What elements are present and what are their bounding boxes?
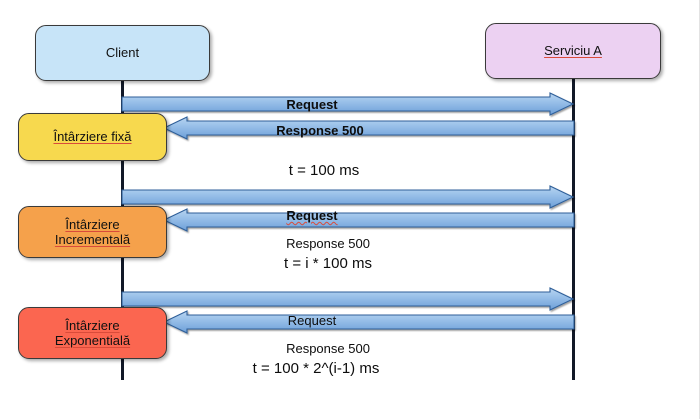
arrow-request-3 bbox=[121, 287, 575, 311]
message-request-label-2: Request bbox=[286, 208, 338, 223]
lifeline-serviciu-a bbox=[572, 76, 575, 380]
arrow-response-1 bbox=[162, 116, 575, 140]
state-box-intarziere-exponentiala-label: Întârziere Exponentială bbox=[54, 317, 131, 348]
message-request-label-3: Request bbox=[287, 313, 337, 328]
arrow-response-2 bbox=[162, 208, 575, 232]
state-box-intarziere-fixa[interactable]: Întârziere fixă bbox=[18, 113, 167, 161]
message-delay-label-1: t = 100 ms bbox=[288, 162, 360, 179]
state-box-intarziere-exponentiala[interactable]: Întârziere Exponentială bbox=[18, 307, 167, 359]
state-box-intarziere-incrementala[interactable]: Întârziere Incrementală bbox=[18, 206, 167, 258]
message-response-label-1: Response 500 bbox=[276, 123, 364, 138]
participant-serviciu-a-label: Serviciu A bbox=[544, 43, 602, 59]
arrow-request-1 bbox=[121, 92, 575, 116]
message-delay-label-2: t = i * 100 ms bbox=[284, 255, 372, 272]
participant-serviciu-a[interactable]: Serviciu A bbox=[485, 23, 661, 79]
message-response-label-3: Response 500 bbox=[286, 341, 370, 356]
participant-client-label: Client bbox=[105, 45, 140, 61]
message-response-label-2: Response 500 bbox=[286, 236, 370, 251]
state-box-intarziere-incrementala-label: Întârziere Incrementală bbox=[54, 216, 131, 247]
message-request-label-1: Request bbox=[286, 97, 338, 112]
arrow-response-3 bbox=[162, 310, 575, 334]
participant-client[interactable]: Client bbox=[35, 25, 210, 81]
arrow-request-2 bbox=[121, 185, 575, 209]
message-delay-label-3: t = 100 * 2^(i-1) ms bbox=[252, 360, 380, 377]
state-box-intarziere-fixa-label: Întârziere fixă bbox=[53, 129, 132, 145]
